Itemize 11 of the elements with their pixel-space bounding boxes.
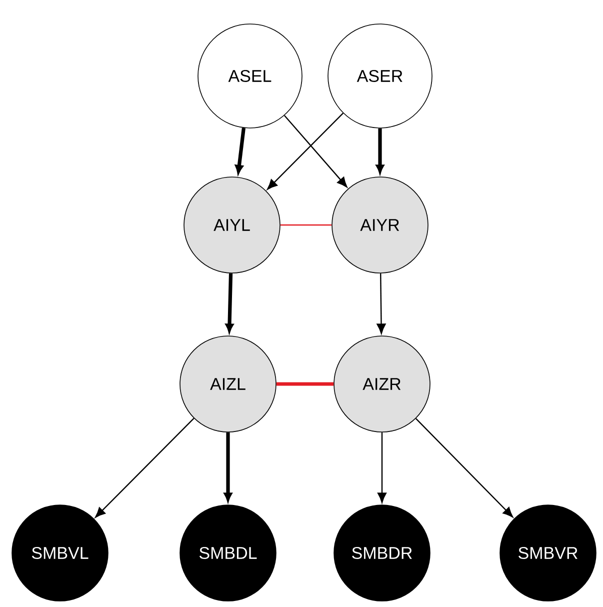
arrow [95,418,194,518]
connection-line [276,382,334,386]
arrow [376,273,386,334]
arrow [267,112,344,190]
connection-line [280,224,332,226]
arrow [284,115,348,188]
arrow [224,432,232,502]
arrow [376,128,384,174]
arrow [416,418,514,518]
arrow [378,432,386,503]
arrow [235,128,246,174]
